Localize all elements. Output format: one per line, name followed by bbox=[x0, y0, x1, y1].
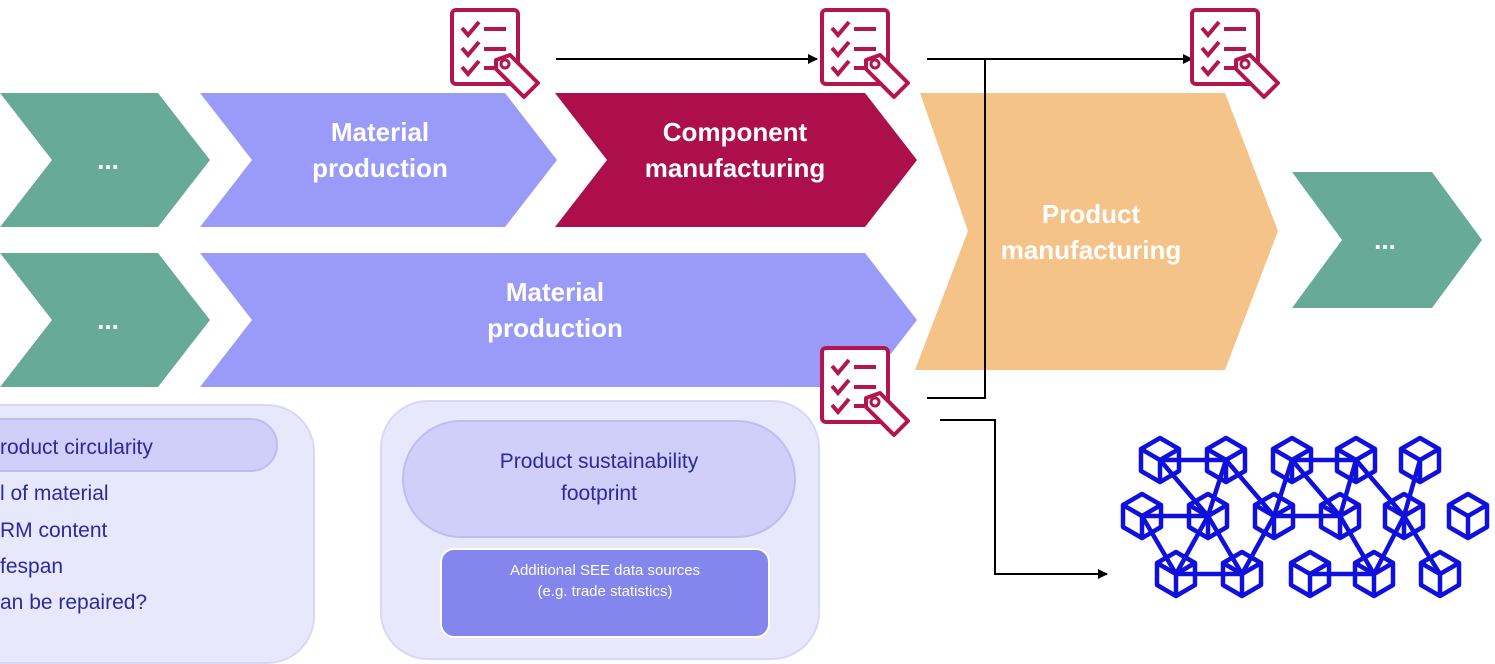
upstream-label-row1: ... bbox=[97, 145, 119, 175]
chevron-upstream-row2 bbox=[0, 253, 210, 387]
circularity-title: roduct circularity bbox=[0, 436, 153, 459]
product-label-line1: Product bbox=[1041, 199, 1141, 229]
product-label-line2: manufacturing bbox=[1000, 235, 1182, 265]
circularity-item: fespan bbox=[0, 555, 64, 578]
source-line2: (e.g. trade statistics) bbox=[537, 583, 673, 600]
product-passport-icon bbox=[450, 8, 540, 99]
product-passport-icon bbox=[1190, 8, 1280, 99]
component-manufacturing-label: Component manufacturing bbox=[610, 114, 860, 186]
sustainability-title-line2: footprint bbox=[561, 482, 637, 505]
circularity-item: an be repaired? bbox=[0, 591, 148, 614]
product-manufacturing-label: Product manufacturing bbox=[980, 196, 1202, 268]
circularity-item: l of material bbox=[0, 482, 109, 505]
additional-data-sources-box: Additional SEE data sources (e.g. trade … bbox=[440, 548, 770, 638]
circularity-item: RM content bbox=[0, 519, 108, 542]
chevron-component bbox=[555, 93, 917, 227]
arrow-to-blockchain bbox=[940, 419, 1108, 579]
material-label-line2: production bbox=[312, 153, 448, 183]
material-label-line1: Material bbox=[330, 117, 430, 147]
line-row2-doc-to-product bbox=[927, 59, 986, 399]
chevron-upstream-row1 bbox=[0, 93, 210, 227]
component-label-line2: manufacturing bbox=[644, 153, 826, 183]
sustainability-title-line1: Product sustainability bbox=[499, 450, 699, 473]
source-line1: Additional SEE data sources bbox=[509, 562, 701, 579]
circularity-title-pill: roduct circularity bbox=[0, 418, 278, 472]
material-label-line1: Material bbox=[505, 277, 605, 307]
supply-chain-diagram bbox=[0, 8, 1495, 625]
sustainability-title-pill: Product sustainability footprint bbox=[402, 420, 796, 538]
product-passport-icon bbox=[820, 346, 910, 437]
downstream-label: ... bbox=[1374, 225, 1396, 255]
component-label-line1: Component bbox=[662, 117, 808, 147]
material-label-line2: production bbox=[487, 313, 623, 343]
product-passport-icon bbox=[820, 8, 910, 99]
blockchain-network-icon bbox=[1123, 438, 1487, 596]
material-production-label-row1: Material production bbox=[255, 114, 505, 186]
chevron-material-row2 bbox=[200, 253, 917, 387]
chevron-material-row1 bbox=[200, 93, 557, 227]
chevron-downstream bbox=[1292, 172, 1482, 308]
upstream-label-row2: ... bbox=[97, 305, 119, 335]
material-production-label-row2: Material production bbox=[430, 274, 680, 346]
chevron-product bbox=[915, 93, 1278, 370]
